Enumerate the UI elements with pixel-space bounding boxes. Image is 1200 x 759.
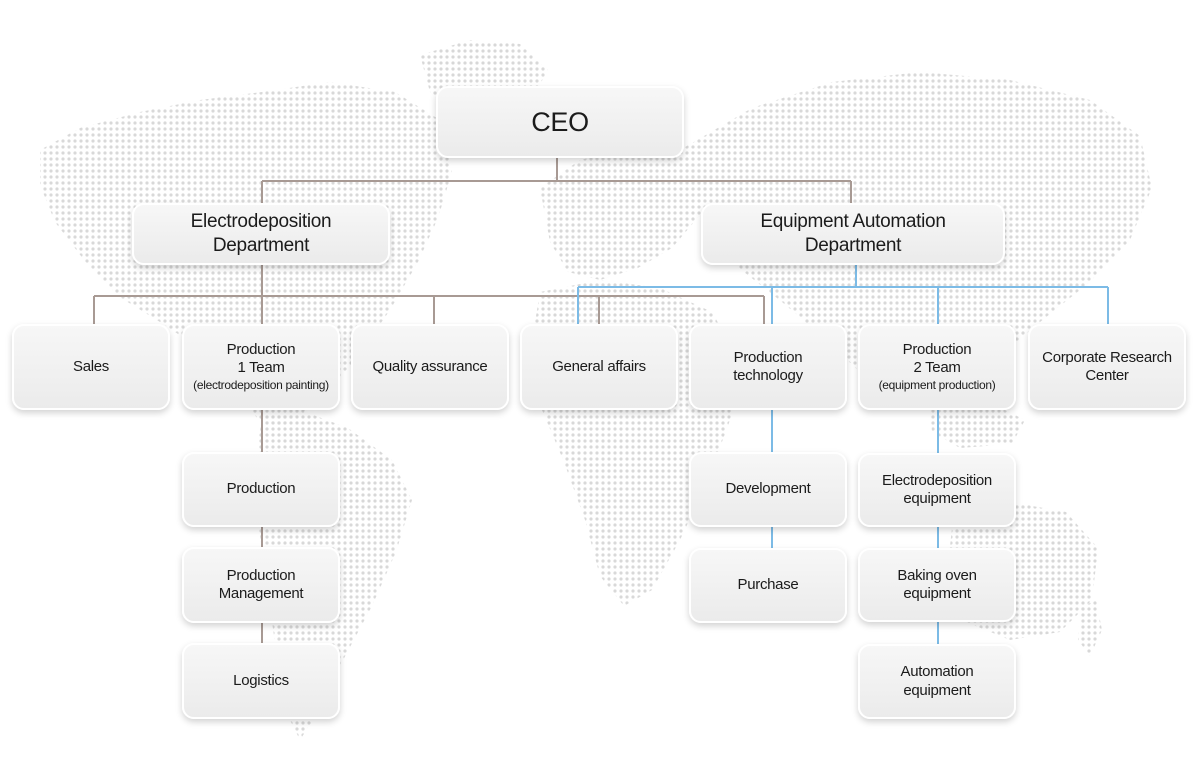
- production-1-team-label-line2: 1 Team: [237, 359, 285, 377]
- production-technology-label-line1: Production: [733, 348, 803, 366]
- quality-assurance-box: Quality assurance: [351, 324, 509, 410]
- purchase-label: Purchase: [737, 576, 799, 594]
- production-technology-label-line2: technology: [733, 367, 803, 384]
- purchase-box: Purchase: [689, 548, 847, 623]
- production-1-team-label-line1: Production: [226, 340, 296, 358]
- production-1-team-label-sub: (electrodeposition painting): [193, 378, 329, 393]
- general-affairs-box: General affairs: [520, 324, 678, 410]
- production-1-team-box: Production 1 Team (electrodeposition pai…: [182, 324, 340, 410]
- production-2-team-label-sub: (equipment production): [878, 378, 996, 393]
- production-management-box: Production Management: [182, 547, 340, 623]
- automation-equipment-label-line2: equipment: [903, 681, 971, 699]
- production-technology-box: Production technology: [689, 324, 847, 410]
- automation-branch-lines: [577, 264, 1109, 645]
- corporate-research-center-box: Corporate Research Center: [1028, 324, 1186, 410]
- production-box: Production: [182, 452, 340, 527]
- corporate-research-center-label-line1: Corporate Research: [1042, 348, 1172, 366]
- automation-equipment-box: Automation equipment: [858, 644, 1016, 719]
- ceo-box: CEO: [436, 86, 684, 158]
- electrodeposition-department-label-line2: Department: [212, 235, 310, 256]
- production-2-team-box: Production 2 Team (equipment production): [858, 324, 1016, 410]
- logistics-label: Logistics: [233, 671, 289, 689]
- baking-oven-equipment-label-line1: Baking oven: [897, 566, 977, 584]
- production-2-team-label-line1: Production: [902, 340, 972, 358]
- sales-label: Sales: [72, 357, 110, 375]
- development-box: Development: [689, 452, 847, 527]
- production-2-team-label-line2: 2 Team: [913, 359, 961, 377]
- general-affairs-label: General affairs: [552, 357, 646, 375]
- electrodeposition-department-label-line1: Electrodeposition: [190, 210, 332, 232]
- electrodeposition-branch-lines: [93, 156, 852, 644]
- ceo-label: CEO: [531, 106, 589, 137]
- development-label: Development: [725, 480, 811, 498]
- quality-assurance-label: Quality assurance: [372, 357, 488, 375]
- production-management-label-line2: Management: [218, 585, 304, 602]
- equipment-automation-department-label-line2: Department: [804, 235, 902, 256]
- electrodeposition-department-box: Electrodeposition Department: [132, 203, 390, 265]
- production-label: Production: [226, 480, 296, 498]
- equipment-automation-department-label-line1: Equipment Automation: [760, 210, 946, 232]
- electrodeposition-equipment-label-line2: equipment: [903, 490, 971, 507]
- baking-oven-equipment-label-line2: equipment: [903, 585, 971, 602]
- production-management-label-line1: Production: [226, 566, 296, 584]
- electrodeposition-equipment-box: Electrodeposition equipment: [858, 453, 1016, 527]
- logistics-box: Logistics: [182, 643, 340, 719]
- automation-equipment-label-line1: Automation: [900, 663, 974, 681]
- sales-box: Sales: [12, 324, 170, 410]
- corporate-research-center-label-line2: Center: [1085, 367, 1129, 384]
- equipment-automation-department-box: Equipment Automation Department: [701, 203, 1005, 265]
- baking-oven-equipment-box: Baking oven equipment: [858, 548, 1016, 622]
- electrodeposition-equipment-label-line1: Electrodeposition: [882, 471, 992, 489]
